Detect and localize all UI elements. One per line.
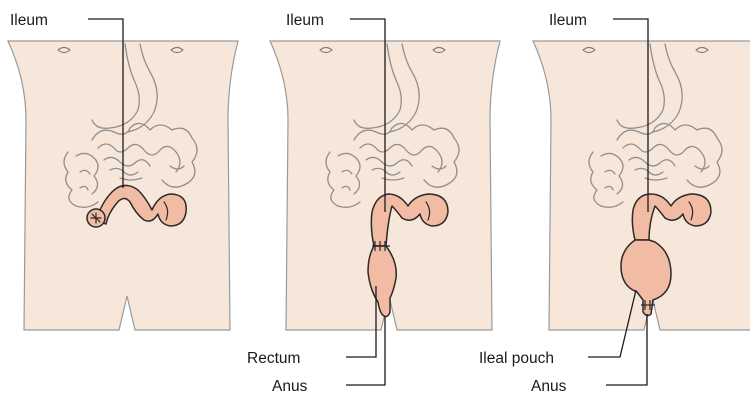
ileal-pouch-label: Ileal pouch <box>479 350 554 367</box>
panel-1: Ileum <box>8 12 238 330</box>
ileum-label: Ileum <box>549 12 587 29</box>
rectum-label: Rectum <box>247 350 300 367</box>
ileum-label: Ileum <box>10 12 48 29</box>
panel-3: Ileum <box>533 12 750 385</box>
anus-label: Anus <box>531 378 567 395</box>
panel-2: Ileum <box>270 12 500 385</box>
anus-label: Anus <box>272 378 308 395</box>
ileum-label: Ileum <box>286 12 324 29</box>
